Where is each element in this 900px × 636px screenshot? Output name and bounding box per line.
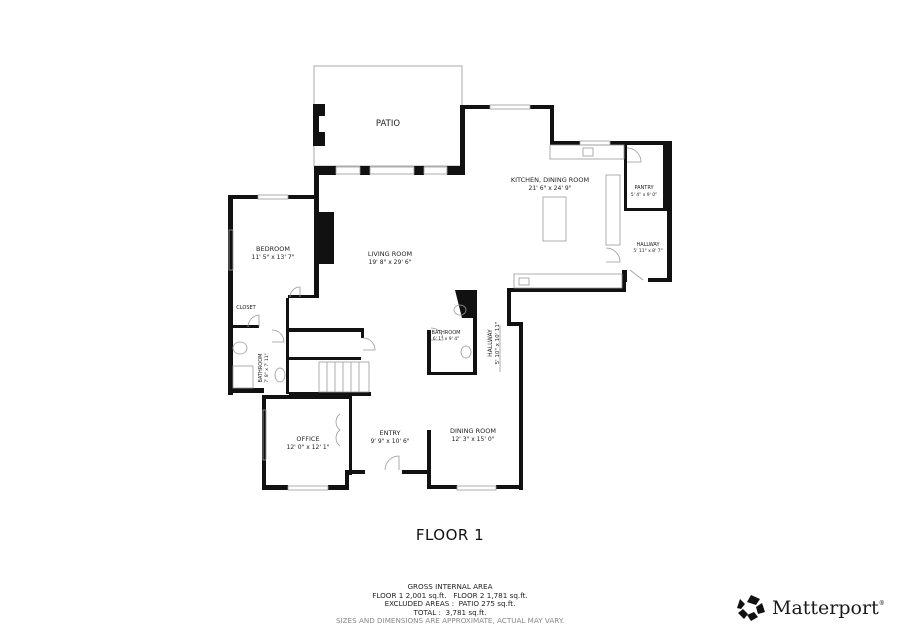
room-label-pantry: PANTRY bbox=[634, 185, 654, 191]
room-dims-dining-room: 12' 3" x 15' 0" bbox=[452, 436, 495, 443]
floor-title: FLOOR 1 bbox=[415, 526, 485, 544]
room-label-entry: ENTRY bbox=[379, 429, 400, 437]
room-labels: PATIO KITCHEN, DINING ROOM 21' 6" x 24' … bbox=[236, 119, 662, 451]
room-dims-entry: 9' 9" x 10' 6" bbox=[370, 438, 409, 445]
brand-name: Matterport® bbox=[772, 597, 885, 619]
room-label-closet: CLOSET bbox=[236, 305, 256, 311]
room-dims-pantry: 5' 4" x 9' 0" bbox=[631, 192, 657, 198]
area-disclaimer: SIZES AND DIMENSIONS ARE APPROXIMATE, AC… bbox=[335, 616, 565, 626]
walls bbox=[228, 105, 672, 490]
room-label-bathroom-center: BATHROOM bbox=[432, 330, 461, 336]
matterport-logo: Matterport® bbox=[736, 594, 885, 622]
area-total: TOTAL : 3,781 sq.ft. bbox=[413, 607, 487, 617]
room-dims-bedroom: 11' 5" x 13' 7" bbox=[252, 254, 295, 261]
matterport-logo-icon bbox=[737, 595, 765, 621]
area-heading: GROSS INTERNAL AREA bbox=[407, 582, 493, 591]
room-label-bedroom: BEDROOM bbox=[256, 245, 290, 253]
room-dims-hallway-center: 5' 10" x 10' 11" bbox=[495, 322, 501, 365]
room-label-hallway-center: HALLWAY bbox=[487, 329, 494, 357]
room-dims-bathroom-west: 7' 8" x 7' 11" bbox=[264, 353, 270, 382]
room-label-patio: PATIO bbox=[376, 119, 400, 129]
room-dims-living-room: 19' 8" x 29' 6" bbox=[369, 259, 412, 266]
room-label-hallway-east: HALLWAY bbox=[636, 242, 660, 248]
area-summary: GROSS INTERNAL AREA FLOOR 1 2,001 sq.ft.… bbox=[0, 582, 900, 626]
floor-plan: PATIO KITCHEN, DINING ROOM 21' 6" x 24' … bbox=[228, 65, 672, 491]
area-excluded: EXCLUDED AREAS : PATIO 275 sq.ft. bbox=[384, 599, 516, 609]
room-label-office: OFFICE bbox=[296, 435, 319, 443]
room-dims-hallway-east: 5' 11" x 8' 7" bbox=[633, 248, 662, 254]
room-label-living-room: LIVING ROOM bbox=[368, 250, 412, 258]
patio-outline bbox=[313, 65, 463, 167]
room-dims-kitchen: 21' 6" x 24' 9" bbox=[529, 185, 572, 192]
fixtures bbox=[228, 104, 644, 491]
room-label-kitchen: KITCHEN, DINING ROOM bbox=[511, 176, 589, 184]
room-dims-office: 12' 0" x 12' 1" bbox=[287, 444, 330, 451]
area-floors: FLOOR 1 2,001 sq.ft. FLOOR 2 1,781 sq.ft… bbox=[372, 590, 528, 600]
room-dims-bathroom-center: 6' 1" x 9' 4" bbox=[433, 336, 459, 342]
room-label-dining-room: DINING ROOM bbox=[450, 427, 496, 435]
room-label-bathroom-west: BATHROOM bbox=[258, 354, 264, 383]
